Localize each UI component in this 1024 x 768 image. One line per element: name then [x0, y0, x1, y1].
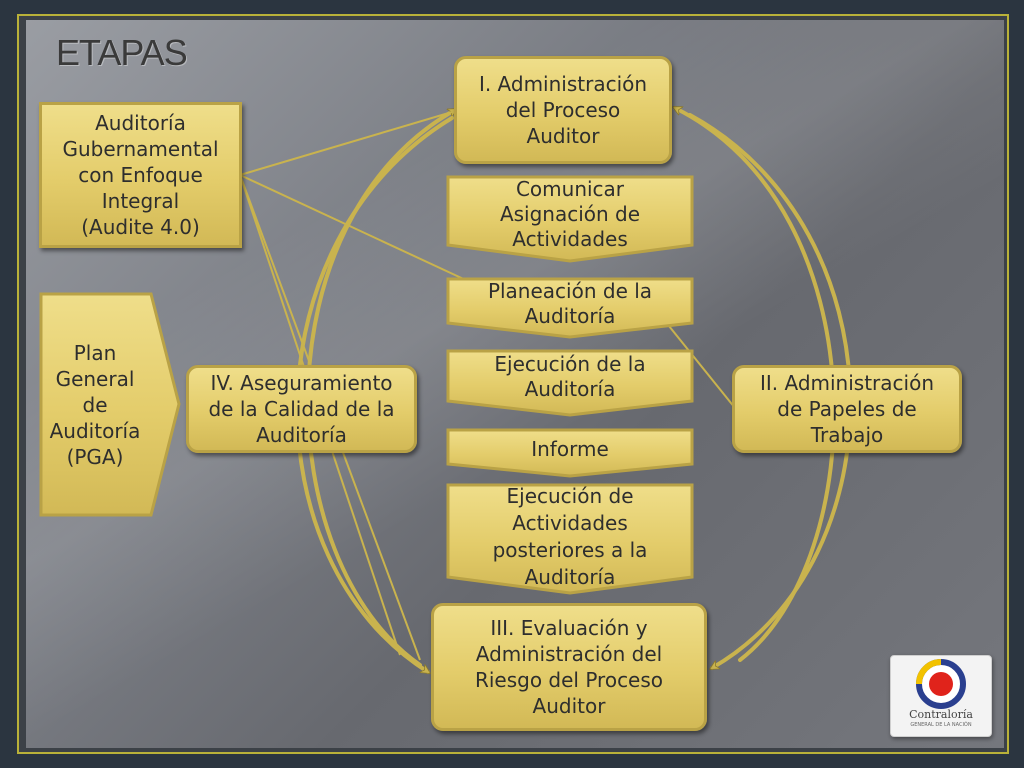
step-communicate-label: Comunicar Asignación de Actividades — [499, 177, 641, 251]
stage-ii-label: II. Administración de Papeles de Trabajo — [759, 371, 934, 447]
audit-approach-box: Auditoría Gubernamental con Enfoque Inte… — [39, 102, 242, 248]
step-followup: Ejecución de Actividades posteriores a l… — [446, 483, 694, 595]
step-report: Informe — [446, 428, 694, 478]
stage-i-box: I. Administración del Proceso Auditor — [454, 56, 672, 164]
step-planning: Planeación de la Auditoría — [446, 277, 694, 339]
step-execution: Ejecución de la Auditoría — [446, 349, 694, 417]
stage-iv-label: IV. Aseguramiento de la Calidad de la Au… — [208, 371, 395, 447]
logo-subtitle: GENERAL DE LA NACIÓN — [910, 722, 972, 728]
step-planning-label: Planeación de la Auditoría — [487, 279, 653, 328]
logo-wordmark: Contraloría — [909, 708, 973, 721]
step-communicate: Comunicar Asignación de Actividades — [446, 175, 694, 263]
contraloria-logo: Contraloría GENERAL DE LA NACIÓN — [890, 655, 992, 737]
pga-pentagon: Plan General de Auditoría (PGA) — [39, 292, 181, 517]
step-followup-label: Ejecución de Actividades posteriores a l… — [492, 484, 648, 589]
step-execution-label: Ejecución de la Auditoría — [494, 352, 646, 401]
slide-title: ETAPAS — [56, 32, 188, 73]
stage-iii-box: III. Evaluación y Administración del Rie… — [431, 603, 707, 731]
stage-iii-label: III. Evaluación y Administración del Rie… — [474, 616, 664, 718]
logo-emblem-icon — [916, 659, 966, 709]
stage-i-label: I. Administración del Proceso Auditor — [478, 72, 648, 148]
pga-label: Plan General de Auditoría (PGA) — [49, 341, 141, 469]
step-report-label: Informe — [531, 437, 609, 461]
stage-ii-box: II. Administración de Papeles de Trabajo — [732, 365, 962, 453]
stage-iv-box: IV. Aseguramiento de la Calidad de la Au… — [186, 365, 417, 453]
audit-approach-label: Auditoría Gubernamental con Enfoque Inte… — [62, 111, 219, 239]
